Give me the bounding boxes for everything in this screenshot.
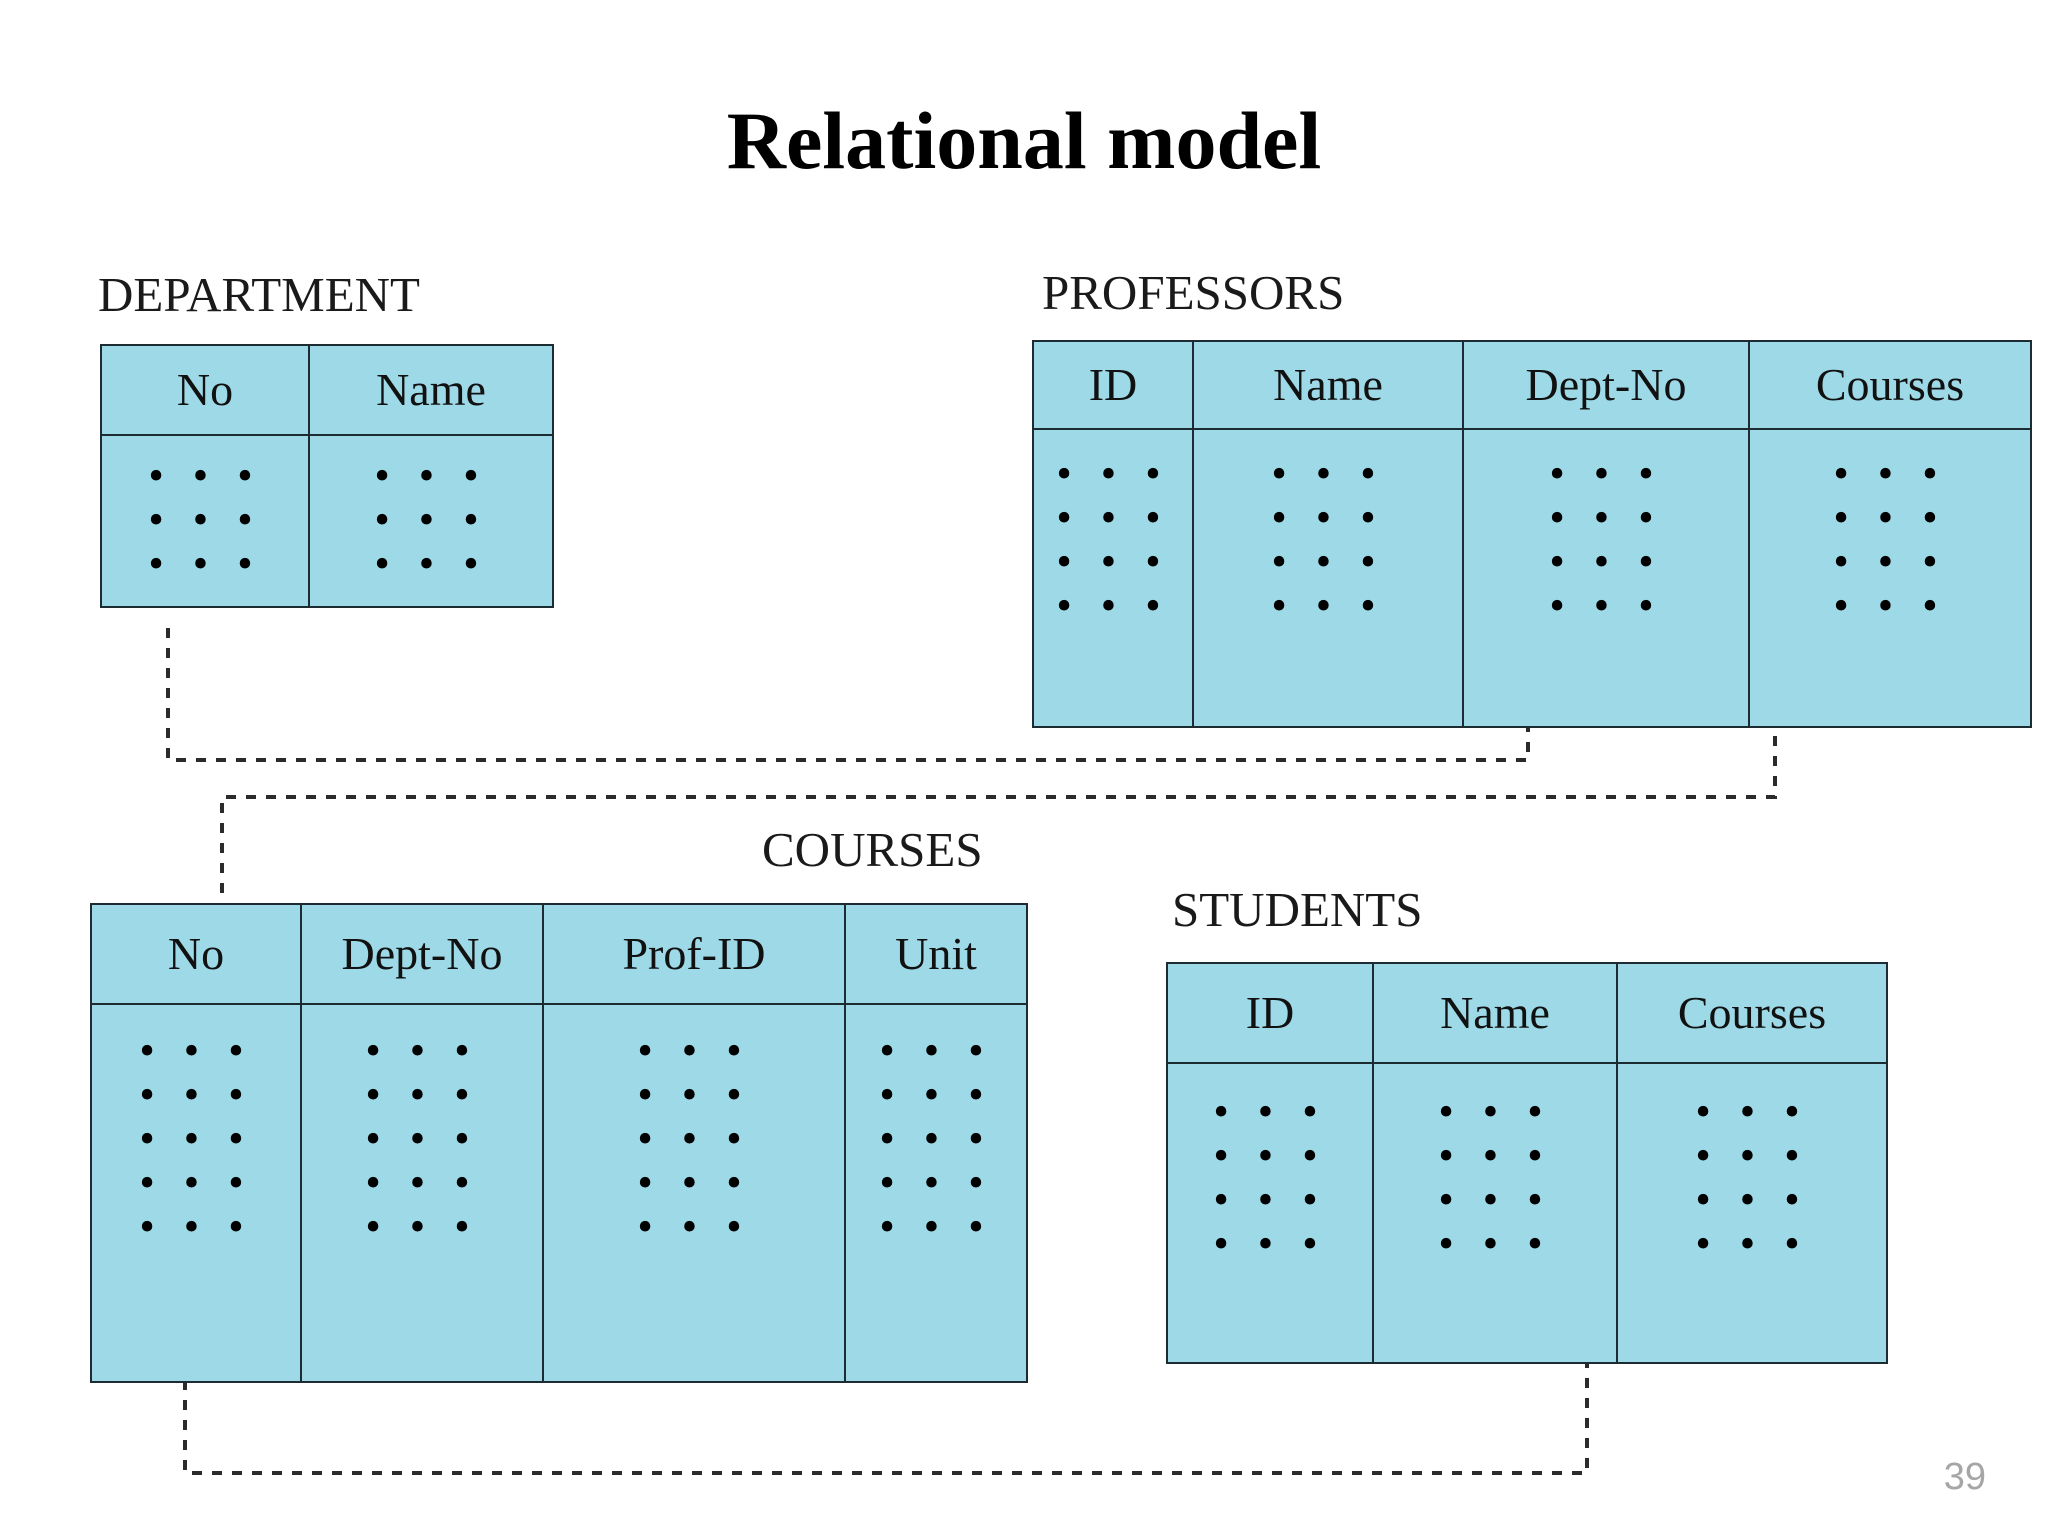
table-body-row: • • • • • • • • • • • • • • • • • • • • … [1032,428,2032,728]
cell-no: • • • • • • • • • • • • • • • [90,1003,302,1383]
ellipsis-dots: • • • [1438,1175,1552,1224]
cell-name: • • • • • • • • • • • • [1372,1062,1618,1364]
ellipsis-dots: • • • [1695,1219,1809,1268]
table-header-row: ID Name Dept-No Courses [1032,340,2032,430]
cell-dept-no: • • • • • • • • • • • • [1462,428,1750,728]
table-professors: ID Name Dept-No Courses • • • • • • • • … [1032,340,2032,728]
ellipsis-dots: • • • [365,1070,479,1119]
ellipsis-dots: • • • [139,1026,253,1075]
cell-courses: • • • • • • • • • • • • [1616,1062,1888,1364]
ellipsis-dots: • • • [1213,1175,1327,1224]
ellipsis-dots: • • • [148,539,262,588]
cell-prof-id: • • • • • • • • • • • • • • • [542,1003,846,1383]
ellipsis-dots: • • • [1056,581,1170,630]
cell-id: • • • • • • • • • • • • [1032,428,1194,728]
column-header-prof-id: Prof-ID [542,903,846,1005]
ellipsis-dots: • • • [1213,1131,1327,1180]
ellipsis-dots: • • • [1695,1175,1809,1224]
table-body-row: • • • • • • • • • • • • • • • • • • [100,434,554,608]
column-header-name: Name [308,344,554,436]
table-header-row: ID Name Courses [1166,962,1888,1064]
ellipsis-dots: • • • [1438,1131,1552,1180]
ellipsis-dots: • • • [1213,1219,1327,1268]
column-header-unit: Unit [844,903,1028,1005]
ellipsis-dots: • • • [879,1026,993,1075]
ellipsis-dots: • • • [1056,537,1170,586]
cell-courses: • • • • • • • • • • • • [1748,428,2032,728]
ellipsis-dots: • • • [1271,537,1385,586]
column-header-no: No [90,903,302,1005]
ellipsis-dots: • • • [365,1158,479,1207]
cell-id: • • • • • • • • • • • • [1166,1062,1374,1364]
entity-label-professors: PROFESSORS [1042,265,1345,320]
ellipsis-dots: • • • [637,1158,751,1207]
ellipsis-dots: • • • [637,1070,751,1119]
page-number: 39 [1943,1456,1986,1498]
table-body-row: • • • • • • • • • • • • • • • • • • • • … [1166,1062,1888,1364]
ellipsis-dots: • • • [1549,581,1663,630]
column-header-name: Name [1372,962,1618,1064]
column-header-id: ID [1166,962,1374,1064]
ellipsis-dots: • • • [1549,493,1663,542]
ellipsis-dots: • • • [1833,537,1947,586]
ellipsis-dots: • • • [879,1114,993,1163]
ellipsis-dots: • • • [374,495,488,544]
ellipsis-dots: • • • [1271,449,1385,498]
ellipsis-dots: • • • [139,1070,253,1119]
cell-no: • • • • • • • • • [100,434,310,608]
ellipsis-dots: • • • [1271,493,1385,542]
column-header-name: Name [1192,340,1464,430]
ellipsis-dots: • • • [879,1070,993,1119]
ellipsis-dots: • • • [1833,449,1947,498]
column-header-id: ID [1032,340,1194,430]
ellipsis-dots: • • • [148,451,262,500]
ellipsis-dots: • • • [365,1114,479,1163]
entity-label-courses: COURSES [762,822,983,877]
table-header-row: No Dept-No Prof-ID Unit [90,903,1028,1005]
table-body-row: • • • • • • • • • • • • • • • • • • • • … [90,1003,1028,1383]
cell-unit: • • • • • • • • • • • • • • • [844,1003,1028,1383]
ellipsis-dots: • • • [148,495,262,544]
ellipsis-dots: • • • [637,1026,751,1075]
ellipsis-dots: • • • [879,1202,993,1251]
page-title: Relational model [726,95,1322,186]
table-students: ID Name Courses • • • • • • • • • • • • … [1166,962,1888,1364]
cell-name: • • • • • • • • • [308,434,554,608]
ellipsis-dots: • • • [139,1202,253,1251]
column-header-no: No [100,344,310,436]
column-header-dept-no: Dept-No [300,903,544,1005]
ellipsis-dots: • • • [637,1202,751,1251]
ellipsis-dots: • • • [879,1158,993,1207]
ellipsis-dots: • • • [1549,537,1663,586]
ellipsis-dots: • • • [1695,1087,1809,1136]
ellipsis-dots: • • • [1056,449,1170,498]
table-header-row: No Name [100,344,554,436]
ellipsis-dots: • • • [1213,1087,1327,1136]
ellipsis-dots: • • • [365,1026,479,1075]
column-header-courses: Courses [1748,340,2032,430]
column-header-courses: Courses [1616,962,1888,1064]
ellipsis-dots: • • • [139,1114,253,1163]
entity-label-department: DEPARTMENT [98,267,420,322]
connector-professors-to-courses [220,716,1777,905]
ellipsis-dots: • • • [1056,493,1170,542]
cell-dept-no: • • • • • • • • • • • • • • • [300,1003,544,1383]
ellipsis-dots: • • • [365,1202,479,1251]
column-header-dept-no: Dept-No [1462,340,1750,430]
ellipsis-dots: • • • [637,1114,751,1163]
cell-name: • • • • • • • • • • • • [1192,428,1464,728]
ellipsis-dots: • • • [1833,581,1947,630]
ellipsis-dots: • • • [1438,1087,1552,1136]
ellipsis-dots: • • • [1833,493,1947,542]
ellipsis-dots: • • • [139,1158,253,1207]
ellipsis-dots: • • • [374,539,488,588]
ellipsis-dots: • • • [1438,1219,1552,1268]
ellipsis-dots: • • • [1549,449,1663,498]
table-department: No Name • • • • • • • • • • • • • • • • … [100,344,554,608]
ellipsis-dots: • • • [1271,581,1385,630]
entity-label-students: STUDENTS [1172,882,1423,937]
ellipsis-dots: • • • [1695,1131,1809,1180]
ellipsis-dots: • • • [374,451,488,500]
table-courses: No Dept-No Prof-ID Unit • • • • • • • • … [90,903,1028,1383]
